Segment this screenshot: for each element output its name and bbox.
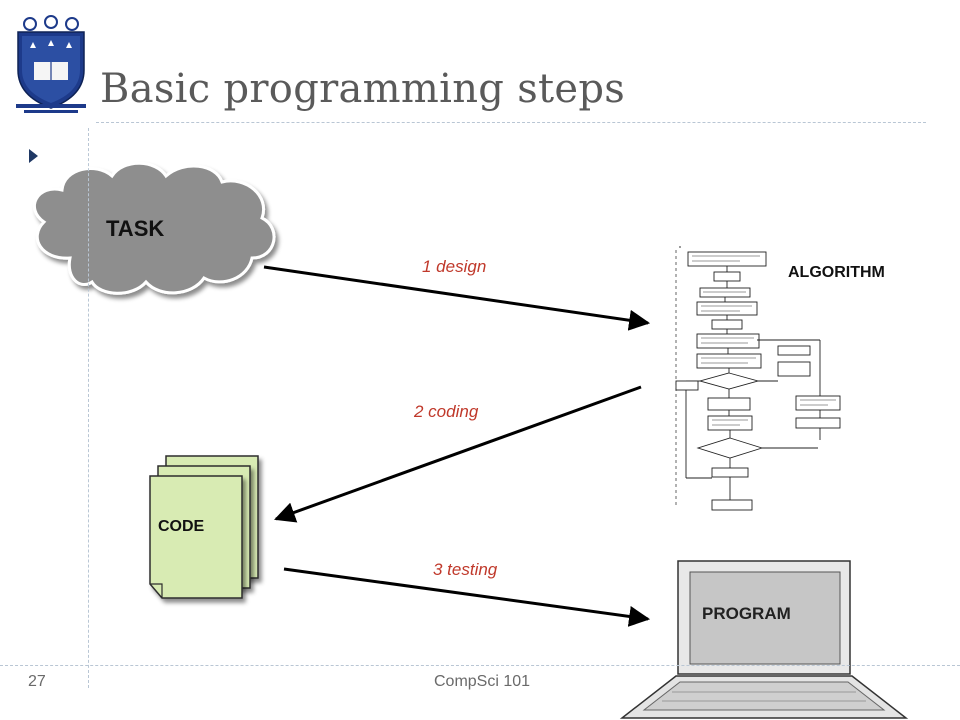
arrow-coding [274, 385, 642, 523]
slide-title: Basic programming steps [100, 66, 626, 112]
arrow-design [263, 265, 651, 331]
course-name: CompSci 101 [434, 673, 531, 690]
flowchart-icon [675, 246, 841, 511]
bullet-triangle-icon [29, 149, 38, 163]
laptop-icon [619, 560, 909, 719]
step-testing-label: 3 testing [433, 560, 498, 579]
task-label: TASK [106, 216, 165, 241]
code-label: CODE [158, 518, 205, 535]
program-label: PROGRAM [702, 604, 791, 623]
university-crest-icon [16, 15, 86, 113]
arrow-testing [283, 567, 651, 627]
algorithm-label: ALGORITHM [788, 264, 885, 281]
code-pages [149, 455, 259, 599]
side-divider [88, 128, 89, 688]
page-number: 27 [28, 673, 46, 690]
step-coding-label: 2 coding [414, 402, 479, 421]
footer-divider [0, 665, 960, 666]
step-design-label: 1 design [422, 257, 487, 276]
flowchart-text-lines [692, 255, 836, 426]
task-cloud [32, 161, 276, 295]
title-divider [96, 122, 926, 123]
